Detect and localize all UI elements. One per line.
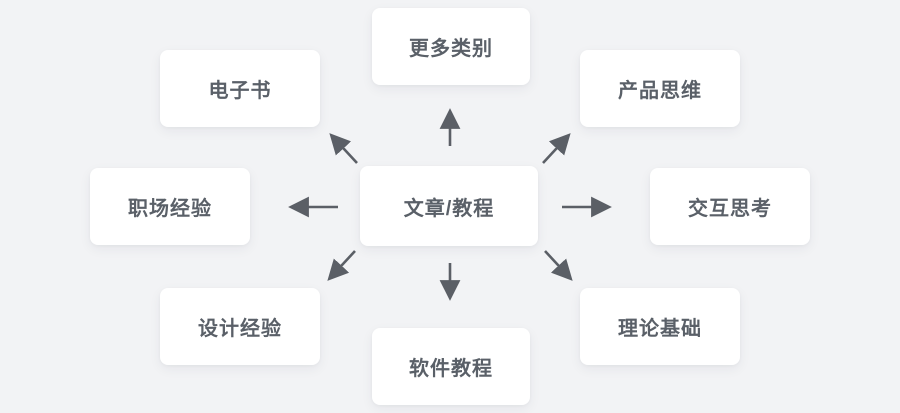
node-work-experience[interactable]: 职场经验 — [90, 168, 250, 245]
connector-arrow-down-left — [327, 250, 356, 281]
node-more-categories[interactable]: 更多类别 — [372, 8, 530, 85]
node-label: 产品思维 — [618, 80, 702, 102]
node-theory-basics[interactable]: 理论基础 — [580, 288, 740, 365]
node-label: 更多类别 — [409, 38, 493, 60]
node-product-thinking[interactable]: 产品思维 — [580, 50, 740, 127]
node-label: 设计经验 — [198, 318, 282, 340]
connector-arrow-down-right — [544, 250, 573, 281]
node-software-tutorials[interactable]: 软件教程 — [372, 328, 530, 405]
node-label: 职场经验 — [128, 198, 212, 220]
node-design-experience[interactable]: 设计经验 — [160, 288, 320, 365]
connector-arrow-up-left — [329, 133, 358, 164]
node-interaction-thinking[interactable]: 交互思考 — [650, 168, 810, 245]
node-label: 文章/教程 — [403, 197, 495, 220]
node-label: 交互思考 — [688, 198, 772, 220]
node-label: 软件教程 — [409, 358, 493, 380]
node-ebooks[interactable]: 电子书 — [160, 50, 320, 127]
node-articles-tutorials[interactable]: 文章/教程 — [360, 166, 538, 246]
node-label: 电子书 — [208, 80, 272, 102]
connector-arrow-up-right — [542, 133, 571, 164]
node-label: 理论基础 — [618, 318, 702, 340]
